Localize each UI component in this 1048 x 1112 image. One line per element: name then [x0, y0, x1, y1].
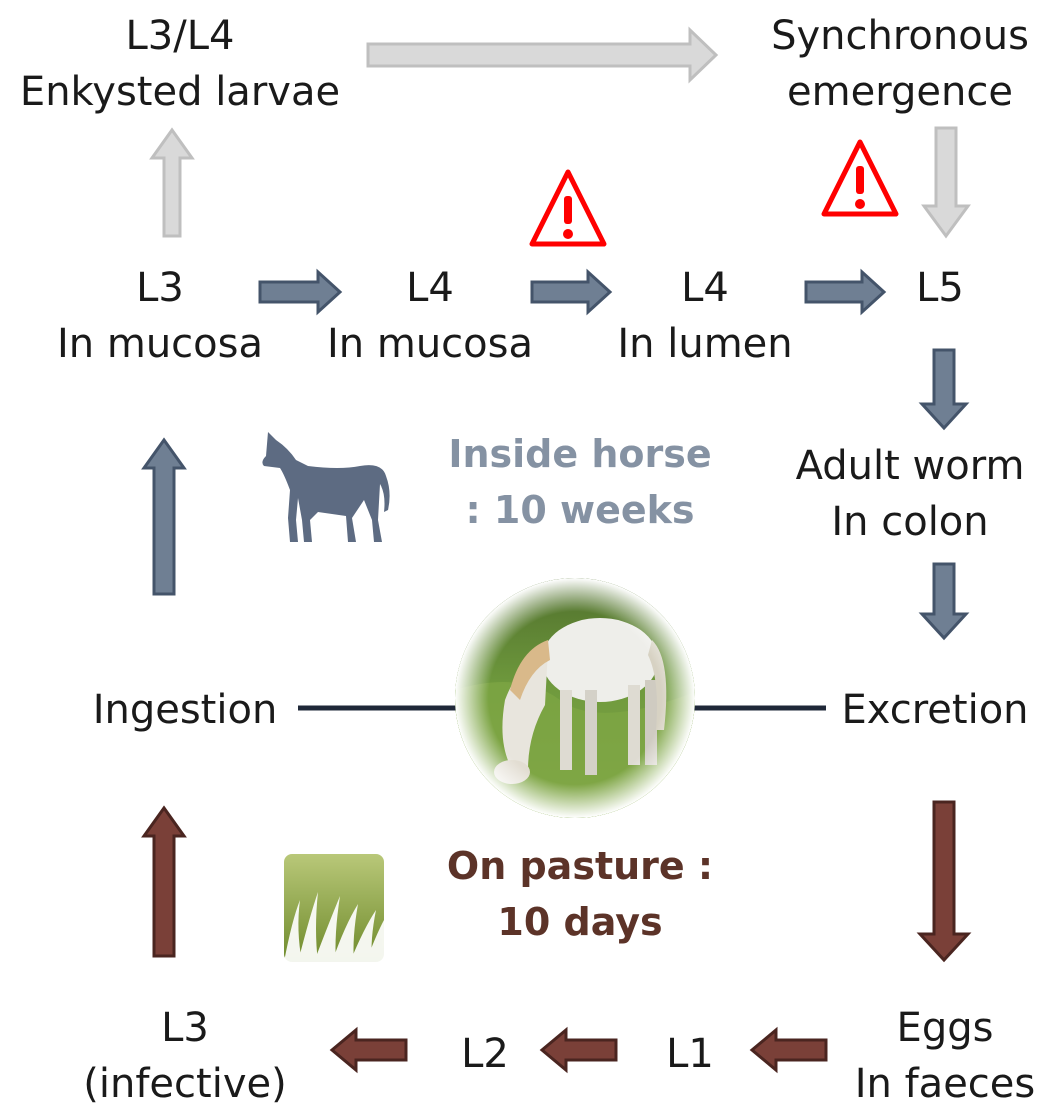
arrow-l3-to-ingestion: [144, 808, 184, 956]
horse-silhouette-icon: [262, 432, 389, 542]
arrow-l5-to-adult: [922, 350, 966, 428]
grazing-horse-photo: [450, 575, 700, 825]
arrow-right-to-emergence: [368, 30, 716, 80]
arrow-l2-to-l3: [332, 1030, 406, 1070]
pasture-arrows: [144, 802, 968, 1070]
arrow-up-to-enkysted: [152, 130, 192, 236]
arrow-eggs-to-l1: [752, 1030, 826, 1070]
arrow-down-to-l5: [924, 128, 968, 236]
arrow-lumen-to-l5: [806, 272, 884, 312]
warning-icon: [824, 142, 896, 214]
warning-icon: [532, 172, 604, 244]
arrow-l3-to-l4: [260, 272, 340, 312]
grass-icon: [284, 854, 384, 962]
arrow-excretion-to-eggs: [920, 802, 968, 960]
arrow-l1-to-l2: [542, 1030, 616, 1070]
arrow-l4-to-l4lumen: [532, 272, 610, 312]
arrow-ingestion-to-l3: [144, 440, 184, 594]
arrow-adult-to-excretion: [922, 564, 966, 638]
